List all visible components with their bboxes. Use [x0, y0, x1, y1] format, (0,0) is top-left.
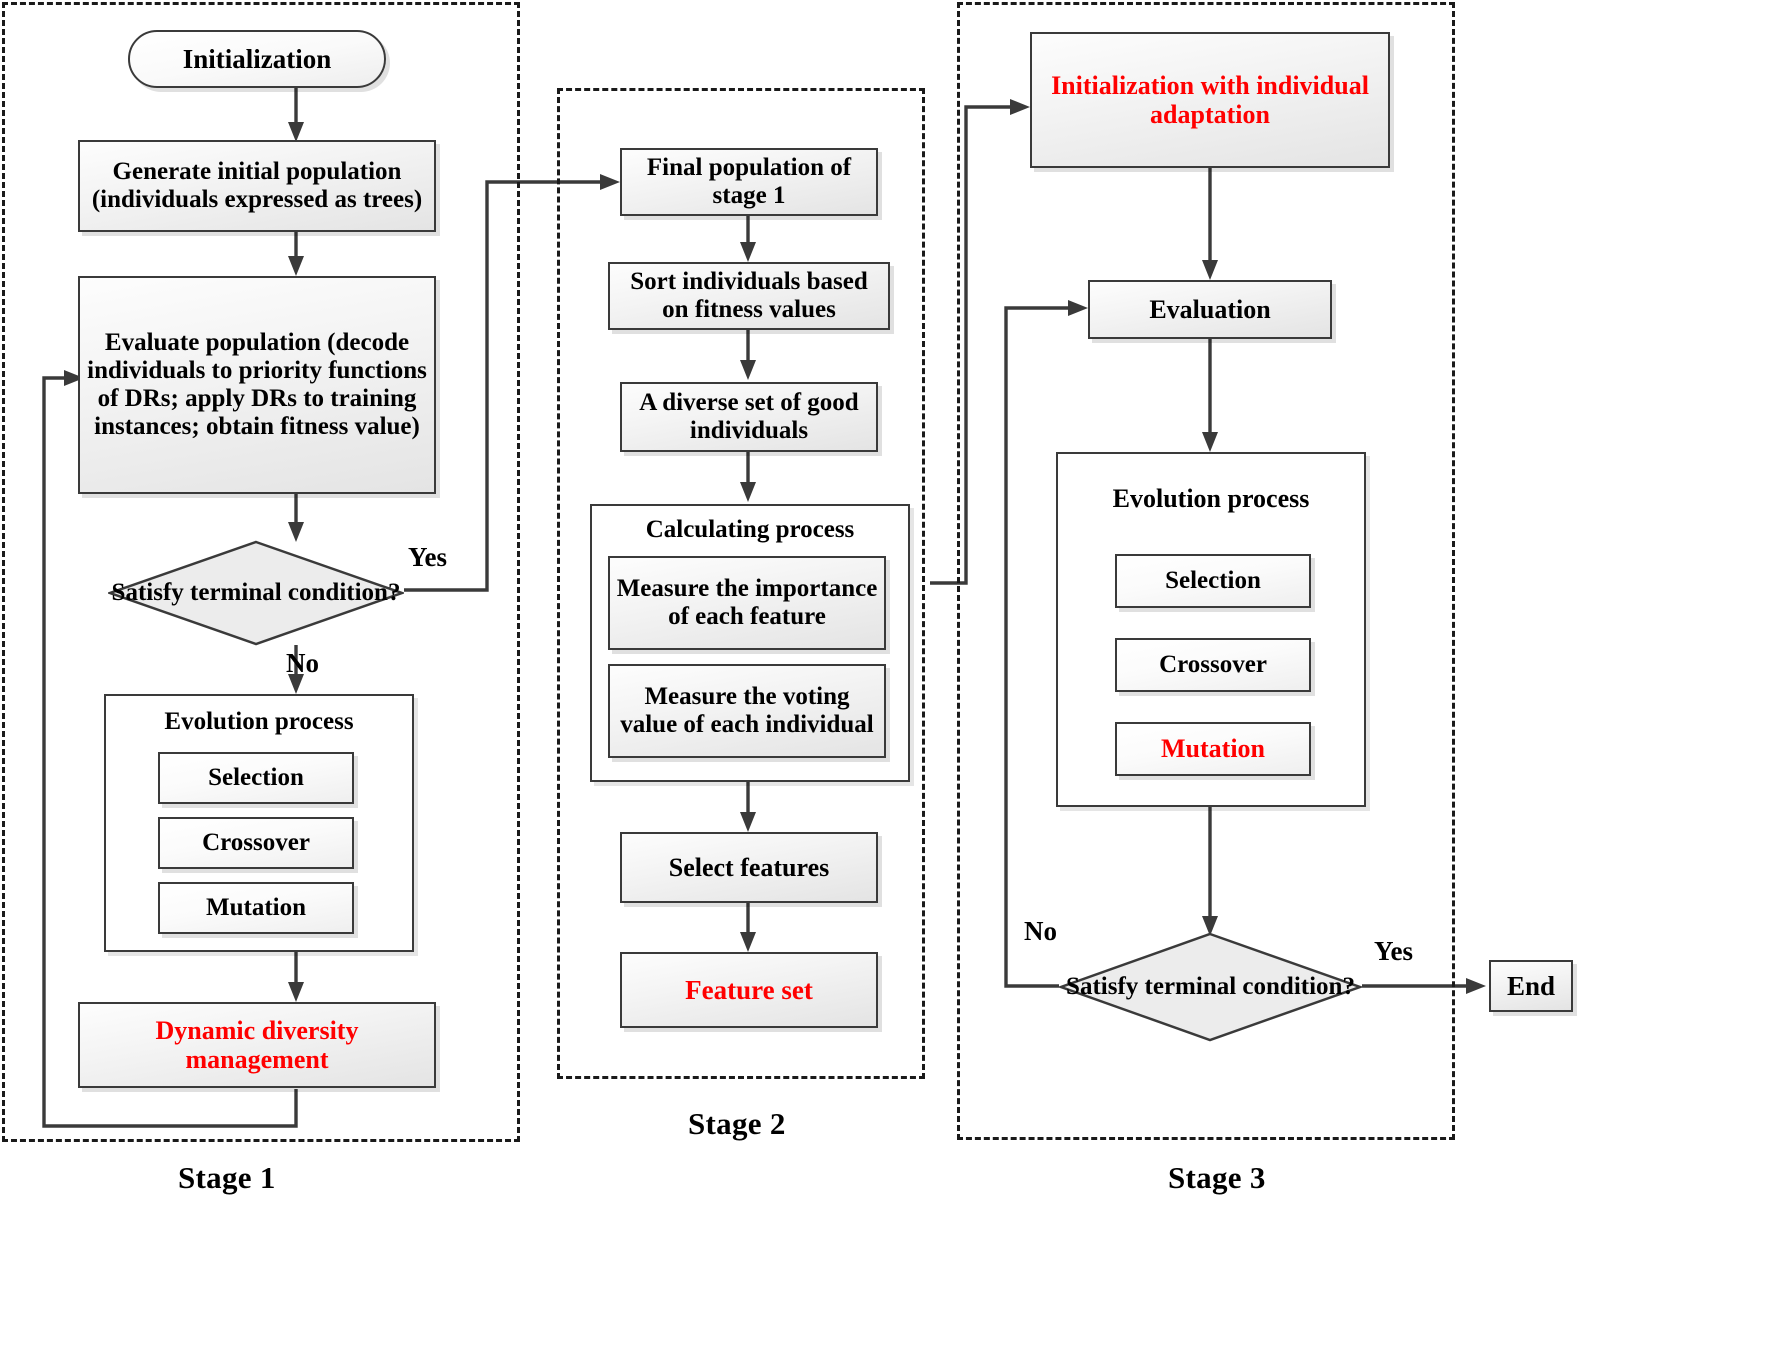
stage-1-container — [2, 2, 520, 1142]
stage2-select-features-node[interactable]: Select features — [620, 832, 878, 903]
stage1-op-selection[interactable]: Selection — [158, 752, 354, 804]
stage-2-container — [557, 88, 925, 1079]
stage-1-label: Stage 1 — [178, 1160, 276, 1195]
stage1-decision-label: Satisfy terminal condition? — [111, 579, 401, 606]
stage-3-label: Stage 3 — [1168, 1160, 1266, 1195]
stage1-evaluate-population-node[interactable]: Evaluate population (decode individuals … — [78, 276, 436, 494]
stage-2-label: Stage 2 — [688, 1106, 786, 1141]
stage2-feature-set-node[interactable]: Feature set — [620, 952, 878, 1028]
stage3-terminal-condition-diamond[interactable]: Satisfy terminal condition? — [1059, 932, 1362, 1042]
stage2-measure-feature-importance-node[interactable]: Measure the importance of each feature — [608, 556, 886, 650]
stage3-decision-label: Satisfy terminal condition? — [1066, 973, 1355, 1000]
stage2-calculating-process-title: Calculating process — [645, 516, 855, 543]
stage2-diverse-set-node[interactable]: A diverse set of good individuals — [620, 382, 878, 452]
stage1-op-crossover[interactable]: Crossover — [158, 817, 354, 869]
stage3-initialization-node[interactable]: Initialization with individual adaptatio… — [1030, 32, 1390, 168]
stage1-terminal-condition-diamond[interactable]: Satisfy terminal condition? — [108, 540, 404, 646]
stage2-final-population-node[interactable]: Final population of stage 1 — [620, 148, 878, 216]
stage3-op-crossover[interactable]: Crossover — [1115, 638, 1311, 692]
stage2-measure-voting-value-node[interactable]: Measure the voting value of each individ… — [608, 664, 886, 758]
stage1-generate-population-node[interactable]: Generate initial population (individuals… — [78, 140, 436, 232]
stage1-dynamic-diversity-node[interactable]: Dynamic diversity management — [78, 1002, 436, 1088]
stage3-op-selection[interactable]: Selection — [1115, 554, 1311, 608]
stage2-calculating-process-group: Calculating process Measure the importan… — [590, 504, 910, 782]
stage3-end-node[interactable]: End — [1489, 960, 1573, 1012]
stage1-yes-edge-label: Yes — [408, 542, 447, 572]
stage-3-container — [957, 2, 1455, 1140]
stage3-terminal-condition-text: Satisfy terminal condition? — [1066, 973, 1355, 1001]
stage1-no-edge-label: No — [286, 648, 319, 678]
stage2-sort-individuals-node[interactable]: Sort individuals based on fitness values — [608, 262, 890, 330]
stage3-op-mutation[interactable]: Mutation — [1115, 722, 1311, 776]
stage1-op-mutation[interactable]: Mutation — [158, 882, 354, 934]
stage3-evolution-process-title: Evolution process — [1112, 484, 1310, 513]
stage3-no-edge-label: No — [1024, 916, 1057, 946]
stage1-evolution-process-group: Evolution process Selection Crossover Mu… — [104, 694, 414, 952]
stage3-yes-edge-label: Yes — [1374, 936, 1413, 966]
stage3-evaluation-node[interactable]: Evaluation — [1088, 280, 1332, 339]
stage3-evolution-process-group: Evolution process Selection Crossover Mu… — [1056, 452, 1366, 807]
stage1-terminal-condition-text: Satisfy terminal condition? — [112, 579, 401, 607]
stage1-evolution-process-title: Evolution process — [164, 708, 354, 735]
stage1-start-node[interactable]: Initialization — [128, 30, 386, 88]
